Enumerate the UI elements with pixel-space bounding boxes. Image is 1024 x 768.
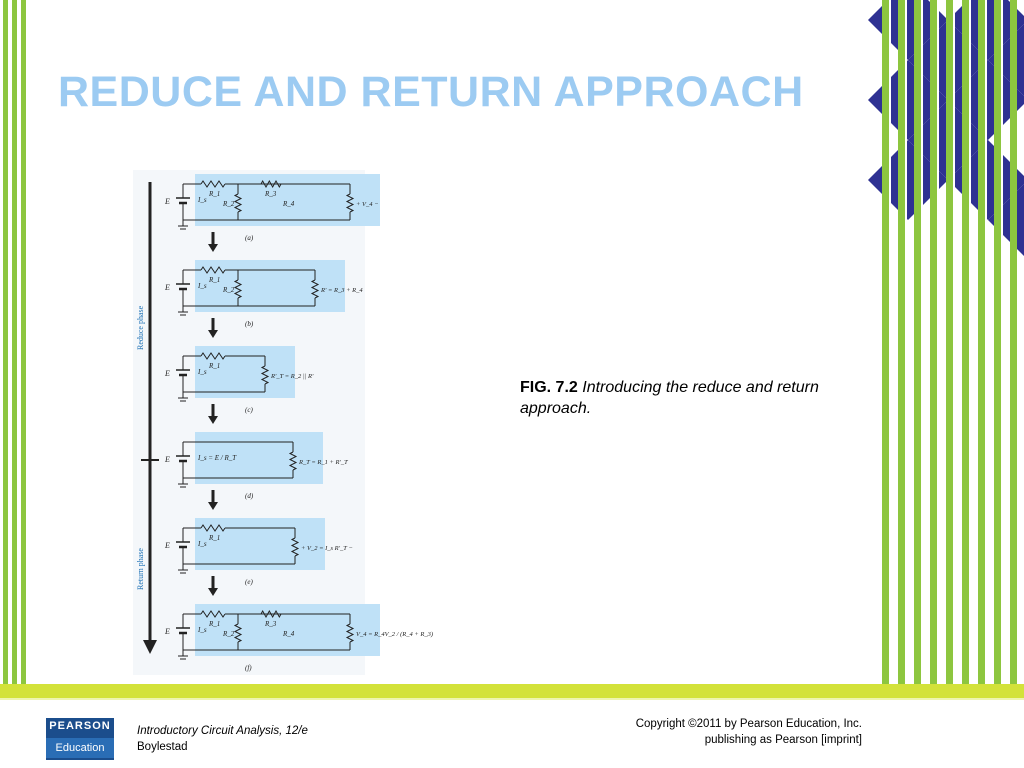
copyright: Copyright ©2011 by Pearson Education, In…: [636, 716, 862, 748]
logo-top-text: PEARSON: [49, 720, 111, 732]
stage-right-label: V_4 = R_4V_2 / (R_4 + R_3): [356, 631, 433, 638]
r1-label: R_1: [208, 190, 220, 198]
source-label: E: [164, 627, 170, 636]
stage-label: (c): [245, 406, 253, 414]
r4-label: R_4: [282, 200, 295, 208]
footer-band: [0, 684, 1024, 698]
circuit-stage: E R_1R_2 I_s R' = R_3 + R_4 (b): [164, 260, 363, 338]
source-label: E: [164, 283, 170, 292]
circuit-stage: E R_1I_s + V_2 = I_s R'_T − (e): [164, 518, 353, 596]
r3-label: R_3: [264, 190, 277, 198]
source-label: E: [164, 369, 170, 378]
footer-band-light: [0, 698, 1024, 700]
circuit-stage: E R_1R_2 R_3R_4 I_sV_4 = R_4V_2 / (R_4 + R_…: [164, 604, 433, 672]
r1-label: R_1: [208, 276, 220, 284]
reduce-phase-label: Reduce phase: [136, 305, 145, 350]
stage-right-label: R_T = R_1 + R'_T: [298, 459, 348, 466]
book-author: Boylestad: [137, 741, 188, 753]
source-label: E: [164, 455, 170, 464]
slide-title: REDUCE AND RETURN APPROACH: [58, 68, 804, 116]
r2-label: R_2: [222, 286, 235, 294]
left-stripe-decoration: [3, 0, 26, 700]
circuit-stage: E I_s = E / R_T R_T = R_1 + R'_T (d): [164, 432, 348, 510]
stage-right-label: + V_4 −: [356, 201, 379, 208]
current-label: I_s: [197, 196, 207, 204]
figure-caption-text: Introducing the reduce and return approa…: [520, 379, 819, 417]
stage-right-label: R'_T = R_2 || R': [270, 373, 314, 380]
return-phase-label: Return phase: [136, 548, 145, 590]
pearson-logo: PEARSON Education: [46, 718, 114, 760]
r1-label: R_1: [208, 620, 220, 628]
circuit-stage: E R_1R_2 R_3R_4 I_s + V_4 − (a): [164, 174, 380, 252]
copyright-line-1: Copyright ©2011 by Pearson Education, In…: [635, 718, 862, 730]
figure-caption: FIG. 7.2 Introducing the reduce and retu…: [520, 377, 820, 419]
logo-bottom-text: Education: [46, 738, 114, 758]
book-title: Introductory Circuit Analysis, 12/e: [137, 725, 308, 737]
current-label: I_s: [197, 626, 207, 634]
r4-label: R_4: [282, 630, 295, 638]
r2-label: R_2: [222, 630, 235, 638]
book-info: Introductory Circuit Analysis, 12/e Boyl…: [137, 723, 308, 755]
current-label: I_s: [197, 540, 207, 548]
r2-label: R_2: [222, 200, 235, 208]
r3-label: R_3: [264, 620, 277, 628]
right-diamond-decoration: [868, 0, 1024, 700]
source-label: E: [164, 197, 170, 206]
figure-number: FIG. 7.2: [520, 379, 578, 396]
stage-label: (b): [245, 320, 254, 328]
current-label: I_s = E / R_T: [197, 454, 237, 462]
copyright-line-2: publishing as Pearson [imprint]: [704, 734, 862, 746]
stage-label: (e): [245, 578, 253, 586]
stage-right-label: + V_2 = I_s R'_T −: [301, 545, 353, 552]
stage-label: (f): [245, 664, 252, 672]
r1-label: R_1: [208, 362, 220, 370]
current-label: I_s: [197, 282, 207, 290]
r1-label: R_1: [208, 534, 220, 542]
stage-label: (a): [245, 234, 254, 242]
stage-label: (d): [245, 492, 254, 500]
current-label: I_s: [197, 368, 207, 376]
circuit-stage: E R_1I_sR'_T = R_2 || R' (c): [164, 346, 314, 424]
circuit-figure: Reduce phase Return phase ER_1R_2R_3R_4I…: [133, 170, 433, 675]
source-label: E: [164, 541, 170, 550]
stage-right-label: R' = R_3 + R_4: [320, 287, 363, 294]
